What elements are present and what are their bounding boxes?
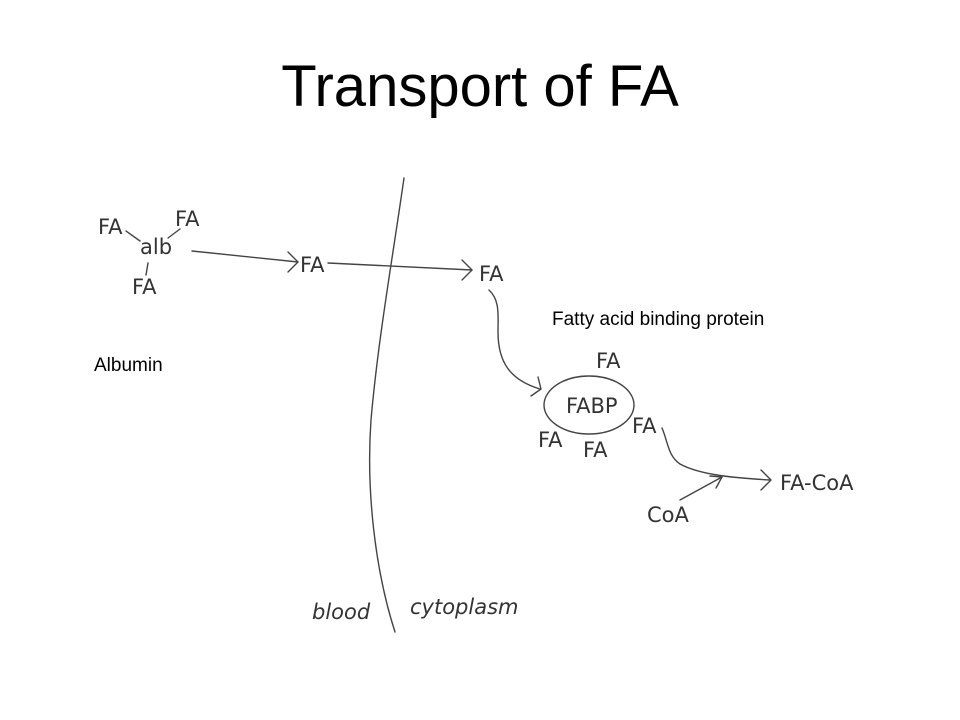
release-arrow (191, 250, 299, 263)
fabp-fa-top: FA (596, 349, 621, 373)
fabp-center-label: FABP (566, 394, 618, 418)
coa-arrowhead (709, 475, 723, 489)
binding-arrow (488, 289, 541, 390)
blood-compartment-label: blood (312, 600, 371, 624)
blood-side-fa: FA (300, 253, 325, 277)
activation-arrow (661, 427, 771, 481)
activation-arrowhead (760, 469, 772, 491)
binding-arrowhead (530, 376, 542, 397)
albumin-fa-left: FA (98, 215, 123, 239)
albumin-bond-left (125, 230, 141, 242)
albumin-bond-top-right (167, 228, 181, 239)
fabp-fa-right: FA (632, 414, 657, 438)
albumin-fa-bottom: FA (132, 275, 157, 299)
fa-coa-product: FA-CoA (780, 471, 854, 495)
cytoplasm-compartment-label: cytoplasm (410, 595, 519, 619)
albumin-fa-top-right: FA (175, 207, 200, 231)
membrane-crossing-arrow (327, 262, 473, 271)
fabp-outline (543, 375, 635, 435)
coa-arrow (679, 476, 723, 501)
fabp-full-name-label: Fatty acid binding protein (552, 309, 765, 330)
coa-label: CoA (647, 503, 690, 527)
fabp-fa-bottom: FA (583, 438, 608, 462)
albumin-bond-bottom (145, 262, 149, 276)
release-arrowhead (287, 251, 299, 273)
cell-membrane (368, 177, 405, 633)
cytoplasm-fa: FA (479, 262, 504, 286)
albumin-label: Albumin (94, 355, 163, 376)
slide-title: Transport of FA (281, 54, 679, 119)
albumin-center-label: alb (140, 235, 172, 259)
membrane-crossing-arrowhead (461, 259, 473, 281)
fabp-fa-bottom-left: FA (538, 428, 563, 452)
